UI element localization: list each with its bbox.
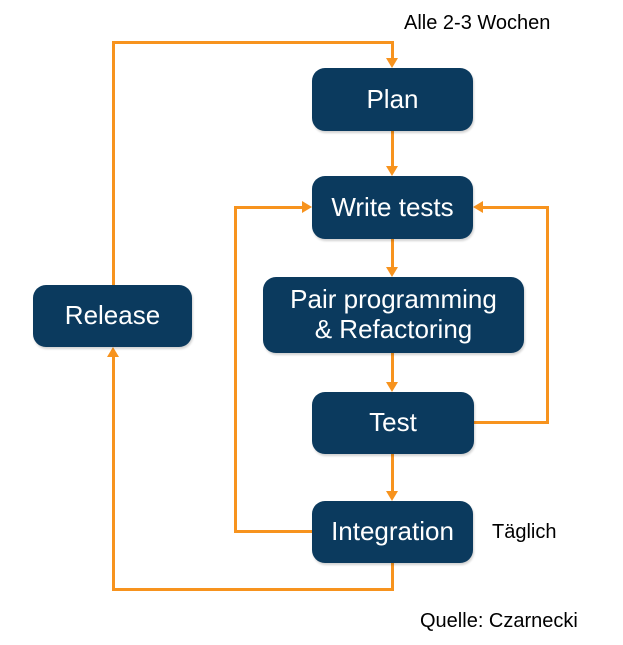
node-integration: Integration (312, 501, 473, 563)
release-cycle-annotation: Alle 2-3 Wochen (404, 12, 551, 34)
edge-release-to-plan-vertical-left (112, 41, 115, 286)
arrowhead-into-pair-icon (386, 267, 398, 277)
node-write-tests-label: Write tests (331, 191, 454, 222)
node-integration-label: Integration (331, 516, 454, 547)
arrowhead-into-writetests-left-icon (302, 201, 312, 213)
edge-plan-to-writetests (391, 131, 394, 167)
edge-integration-to-writetests-top (234, 206, 303, 209)
node-test: Test (312, 392, 474, 454)
edge-release-to-plan-horizontal-top (112, 41, 394, 44)
edge-integration-to-release-vertical-left (112, 356, 115, 591)
node-write-tests: Write tests (312, 176, 473, 239)
node-release-label: Release (64, 300, 161, 331)
edge-integration-to-release-horizontal (112, 588, 394, 591)
node-release: Release (33, 285, 192, 347)
node-pair-programming-label-line1: Pair programming (290, 284, 497, 315)
edge-pair-to-test (391, 353, 394, 383)
edge-integration-to-writetests-vertical (234, 206, 237, 533)
arrowhead-into-plan-icon (386, 58, 398, 68)
edge-release-to-plan-vertical-right (391, 41, 394, 59)
node-test-label: Test (369, 407, 417, 438)
arrowhead-into-writetests-top-icon (386, 166, 398, 176)
arrowhead-into-test-icon (386, 382, 398, 392)
edge-integration-to-release-vertical-right (391, 563, 394, 591)
edge-test-to-integration (391, 454, 394, 492)
arrowhead-into-release-icon (107, 347, 119, 357)
edge-test-to-writetests-bottom (474, 421, 549, 424)
node-plan-label: Plan (366, 83, 419, 114)
edge-test-to-writetests-vertical (546, 206, 549, 424)
arrowhead-into-writetests-right-icon (473, 201, 483, 213)
source-annotation: Quelle: Czarnecki (420, 610, 578, 632)
integration-cycle-annotation: Täglich (492, 521, 557, 543)
edge-integration-to-writetests-bottom (234, 530, 312, 533)
arrowhead-into-integration-icon (386, 491, 398, 501)
node-pair-programming: Pair programming & Refactoring (263, 277, 524, 353)
edge-test-to-writetests-top (483, 206, 549, 209)
node-pair-programming-label-line2: & Refactoring (314, 314, 473, 344)
edge-writetests-to-pair (391, 239, 394, 268)
node-plan: Plan (312, 68, 473, 131)
